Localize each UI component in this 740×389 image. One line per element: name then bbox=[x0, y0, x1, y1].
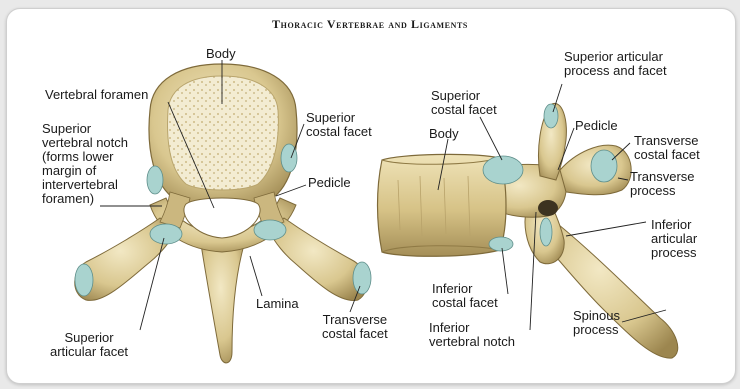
label-transverse-costal-facet-top: Transverse costal facet bbox=[322, 313, 388, 341]
label-body-side: Body bbox=[429, 127, 459, 141]
label-superior-costal-facet-side: Superior costal facet bbox=[431, 89, 497, 117]
label-transverse-costal-facet-side: Transverse costal facet bbox=[634, 134, 700, 162]
lateral-view-vertebra bbox=[378, 103, 678, 358]
label-superior-articular-process-facet: Superior articular process and facet bbox=[564, 50, 667, 78]
label-superior-vertebral-notch: Superior vertebral notch (forms lower ma… bbox=[42, 122, 128, 206]
label-pedicle-side: Pedicle bbox=[575, 119, 618, 133]
label-superior-articular-facet: Superior articular facet bbox=[50, 331, 128, 359]
label-transverse-process: Transverse process bbox=[630, 170, 695, 198]
label-pedicle-top: Pedicle bbox=[308, 176, 351, 190]
label-vertebral-foramen: Vertebral foramen bbox=[45, 88, 148, 102]
label-lamina: Lamina bbox=[256, 297, 299, 311]
label-body-top: Body bbox=[206, 47, 236, 61]
label-inferior-articular-process: Inferior articular process bbox=[651, 218, 697, 260]
label-spinous-process: Spinous process bbox=[573, 309, 620, 337]
label-inferior-costal-facet: Inferior costal facet bbox=[432, 282, 498, 310]
label-inferior-vertebral-notch: Inferior vertebral notch bbox=[429, 321, 515, 349]
label-superior-costal-facet-top: Superior costal facet bbox=[306, 111, 372, 139]
